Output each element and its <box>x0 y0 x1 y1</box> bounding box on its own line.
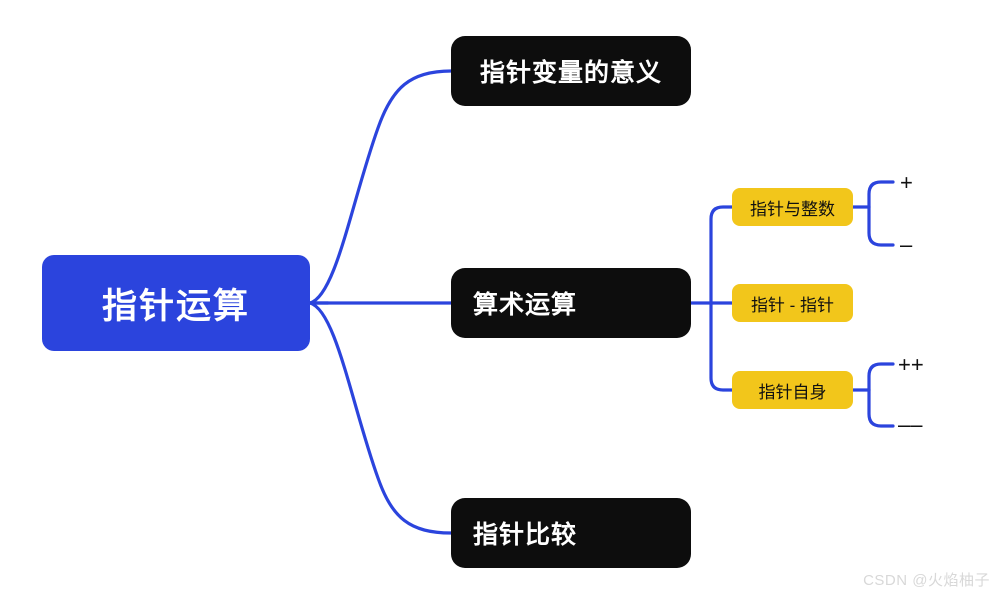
leaf-node-pointer-and-integer[interactable]: 指针与整数 <box>732 188 853 226</box>
connector-root-to-branch-2 <box>308 301 453 535</box>
watermark: CSDN @火焰柚子 <box>863 572 990 589</box>
leaf-node-pointer-minus-pointer[interactable]: 指针 - 指针 <box>732 284 853 322</box>
leaf-node-label: 指针 - 指针 <box>750 295 835 315</box>
connector-bracket-leaf-0 <box>709 205 734 305</box>
branch-node-label: 指针比较 <box>473 521 578 549</box>
branch-node-label: 算术运算 <box>473 291 578 319</box>
operator-label-minus: – <box>900 232 913 257</box>
leaf-node-label: 指针与整数 <box>750 199 835 219</box>
connector-bracket-leaf-2 <box>709 301 734 392</box>
branch-node-label: 指针变量的意义 <box>479 59 662 87</box>
leaf-node-pointer-itself[interactable]: 指针自身 <box>732 371 853 409</box>
branch-node-arithmetic[interactable]: 算术运算 <box>451 268 691 338</box>
root-node[interactable]: 指针运算 <box>42 255 310 351</box>
operator-label-increment: ++ <box>898 352 924 377</box>
branch-node-pointer-comparison[interactable]: 指针比较 <box>451 498 691 568</box>
branch-node-pointer-variable-meaning[interactable]: 指针变量的意义 <box>451 36 691 106</box>
connector-bracket-op-plus <box>867 180 895 209</box>
operator-label-decrement: –– <box>898 412 923 437</box>
connector-bracket-op-minus <box>867 205 895 247</box>
connector-bracket-op-decr <box>867 388 895 428</box>
leaf-node-label: 指针自身 <box>758 382 827 402</box>
connector-bracket-op-incr <box>867 362 895 392</box>
operator-label-plus: + <box>900 170 913 195</box>
root-node-label: 指针运算 <box>101 286 250 326</box>
connector-root-to-branch-0 <box>308 69 453 305</box>
